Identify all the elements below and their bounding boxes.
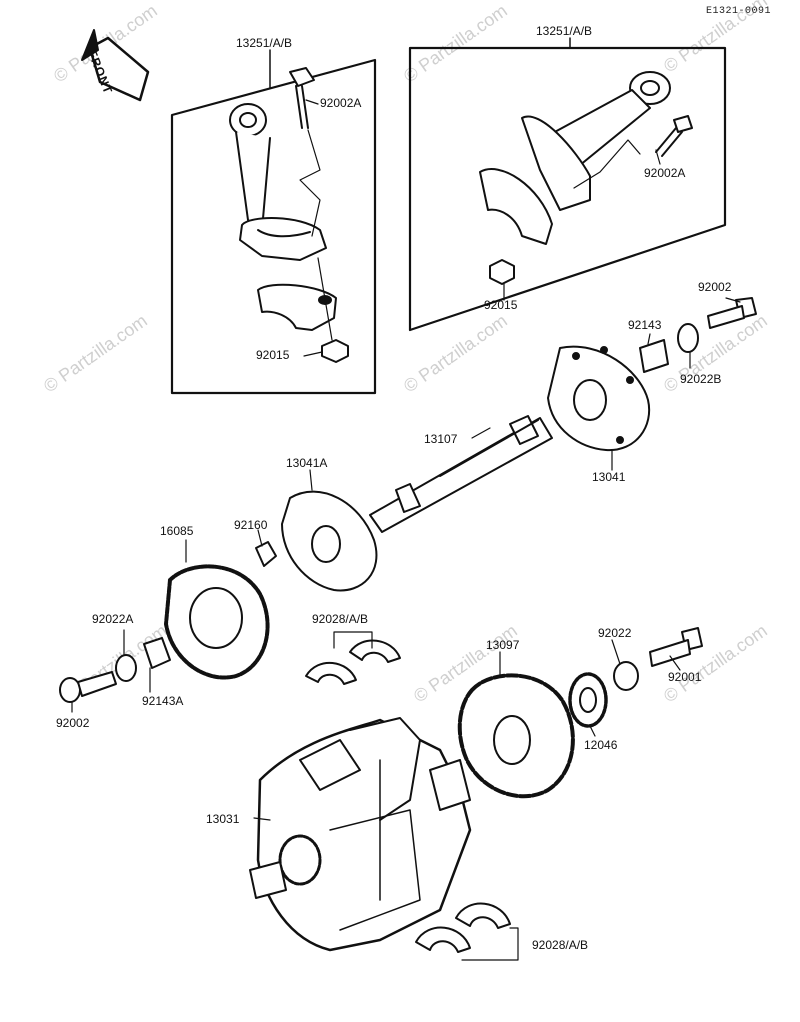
label-92015-left: 92015 bbox=[256, 348, 290, 362]
label-92015-right: 92015 bbox=[484, 298, 518, 312]
flange-13041A bbox=[281, 490, 378, 592]
flange-13041 bbox=[547, 345, 651, 452]
leader-lines bbox=[71, 99, 741, 821]
label-12046: 12046 bbox=[584, 738, 618, 752]
key-92160 bbox=[255, 541, 277, 567]
label-92001: 92001 bbox=[668, 670, 702, 684]
nut-92015-right bbox=[489, 259, 515, 285]
connecting-rod-left bbox=[229, 103, 327, 261]
bearing-shells-bottom bbox=[415, 902, 519, 961]
bolt-92002A-left bbox=[289, 67, 321, 237]
label-92002-left: 92002 bbox=[56, 716, 90, 730]
label-92143-top: 92143 bbox=[628, 318, 662, 332]
crankshaft-13031 bbox=[249, 717, 472, 952]
label-13097: 13097 bbox=[486, 638, 520, 652]
gear-12046 bbox=[568, 672, 608, 728]
label-13251-right: 13251/A/B bbox=[536, 24, 593, 38]
spacer-92143 bbox=[639, 339, 669, 373]
label-13031: 13031 bbox=[206, 812, 240, 826]
label-13107: 13107 bbox=[424, 432, 458, 446]
label-92022: 92022 bbox=[598, 626, 632, 640]
bolt-92002-left bbox=[59, 671, 117, 703]
label-92028-mid: 92028/A/B bbox=[312, 612, 369, 626]
label-92143A: 92143A bbox=[142, 694, 184, 708]
front-arrow-icon bbox=[81, 29, 150, 102]
nut-92015-left bbox=[321, 339, 349, 363]
rod-cap-right bbox=[479, 168, 553, 245]
label-13041A: 13041A bbox=[286, 456, 328, 470]
gear-16085 bbox=[164, 564, 270, 680]
label-92028-bottom: 92028/A/B bbox=[532, 938, 589, 952]
label-92022B: 92022B bbox=[680, 372, 722, 386]
label-92022A: 92022A bbox=[92, 612, 134, 626]
reference-code: E1321-0091 bbox=[706, 6, 772, 17]
right-assembly-box bbox=[408, 46, 727, 332]
bolt-92002-top bbox=[707, 297, 757, 329]
label-92002A-right: 92002A bbox=[644, 166, 686, 180]
washer-92022 bbox=[613, 661, 639, 691]
shaft-13107 bbox=[369, 415, 553, 533]
label-92002A-left: 92002A bbox=[320, 96, 362, 110]
connecting-rod-right bbox=[521, 71, 671, 211]
washer-92022A bbox=[115, 654, 137, 682]
label-16085: 16085 bbox=[160, 524, 194, 538]
spacer-92143A bbox=[143, 637, 171, 669]
label-92002-top: 92002 bbox=[698, 280, 732, 294]
sprocket-13097 bbox=[457, 673, 575, 799]
label-92160: 92160 bbox=[234, 518, 268, 532]
bearing-shells-mid bbox=[305, 631, 401, 685]
washer-92022B bbox=[677, 323, 699, 353]
bolt-92001 bbox=[649, 627, 703, 667]
label-13251-left: 13251/A/B bbox=[236, 36, 293, 50]
bolt-92002A-right bbox=[573, 115, 693, 189]
label-13041: 13041 bbox=[592, 470, 626, 484]
